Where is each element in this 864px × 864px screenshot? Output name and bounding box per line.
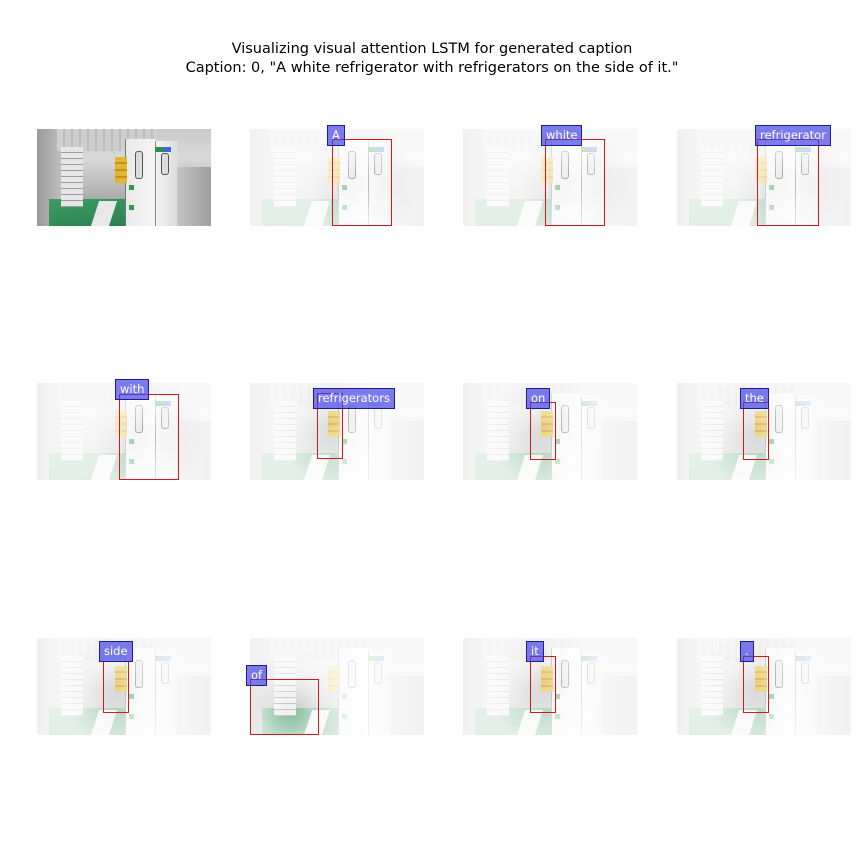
attention-overlay [463, 638, 637, 735]
scene-image [37, 129, 211, 226]
attention-box [743, 402, 769, 460]
attention-panel: white [463, 125, 637, 226]
scene-window [161, 153, 169, 175]
attention-panel: of [246, 638, 424, 735]
attention-panel: with [37, 379, 211, 480]
attention-box [250, 679, 319, 735]
caption-word-label: of [246, 665, 268, 686]
attention-box [530, 656, 556, 713]
caption-word-label: white [541, 125, 583, 146]
attention-box [103, 661, 129, 713]
scene-cabinet [177, 167, 211, 226]
caption-word-label: the [740, 388, 769, 409]
attention-overlay [677, 638, 851, 735]
attention-overlay [250, 638, 424, 735]
caption-word-label: A [327, 125, 345, 146]
attention-panel: refrigerator [677, 125, 851, 226]
attention-box [530, 402, 556, 460]
attention-box [545, 139, 605, 226]
attention-box [757, 139, 819, 226]
figure-title: Visualizing visual attention LSTM for ge… [231, 41, 633, 57]
attention-panel: . [677, 638, 851, 735]
scene-label-strip [155, 147, 171, 152]
caption-word-label: . [740, 641, 754, 662]
caption-word-label: on [526, 388, 551, 409]
caption-word-label: side [99, 641, 133, 662]
caption-word-label: it [526, 641, 544, 662]
attention-panel: on [463, 383, 637, 480]
caption-line: Caption: 0, "A white refrigerator with r… [185, 60, 679, 76]
scene-window [135, 151, 143, 179]
attention-box [743, 656, 769, 713]
scene-refrigerator-2 [155, 141, 178, 226]
scene-yellow-panel [115, 157, 127, 183]
caption-word-label: with [115, 379, 150, 400]
attention-panel: A [250, 125, 424, 226]
caption-word-label: refrigerators [313, 388, 395, 409]
attention-box [119, 394, 179, 480]
caption-word-label: refrigerator [755, 125, 831, 146]
original-image-panel [37, 129, 211, 226]
scene-green-sticker [129, 185, 134, 190]
scene-green-sticker [129, 205, 134, 210]
attention-panel: refrigerators [250, 383, 424, 480]
scene-rack [61, 147, 83, 207]
attention-panel: side [37, 638, 211, 735]
attention-box [332, 139, 392, 226]
attention-panel: the [677, 383, 851, 480]
attention-panel: it [463, 638, 637, 735]
